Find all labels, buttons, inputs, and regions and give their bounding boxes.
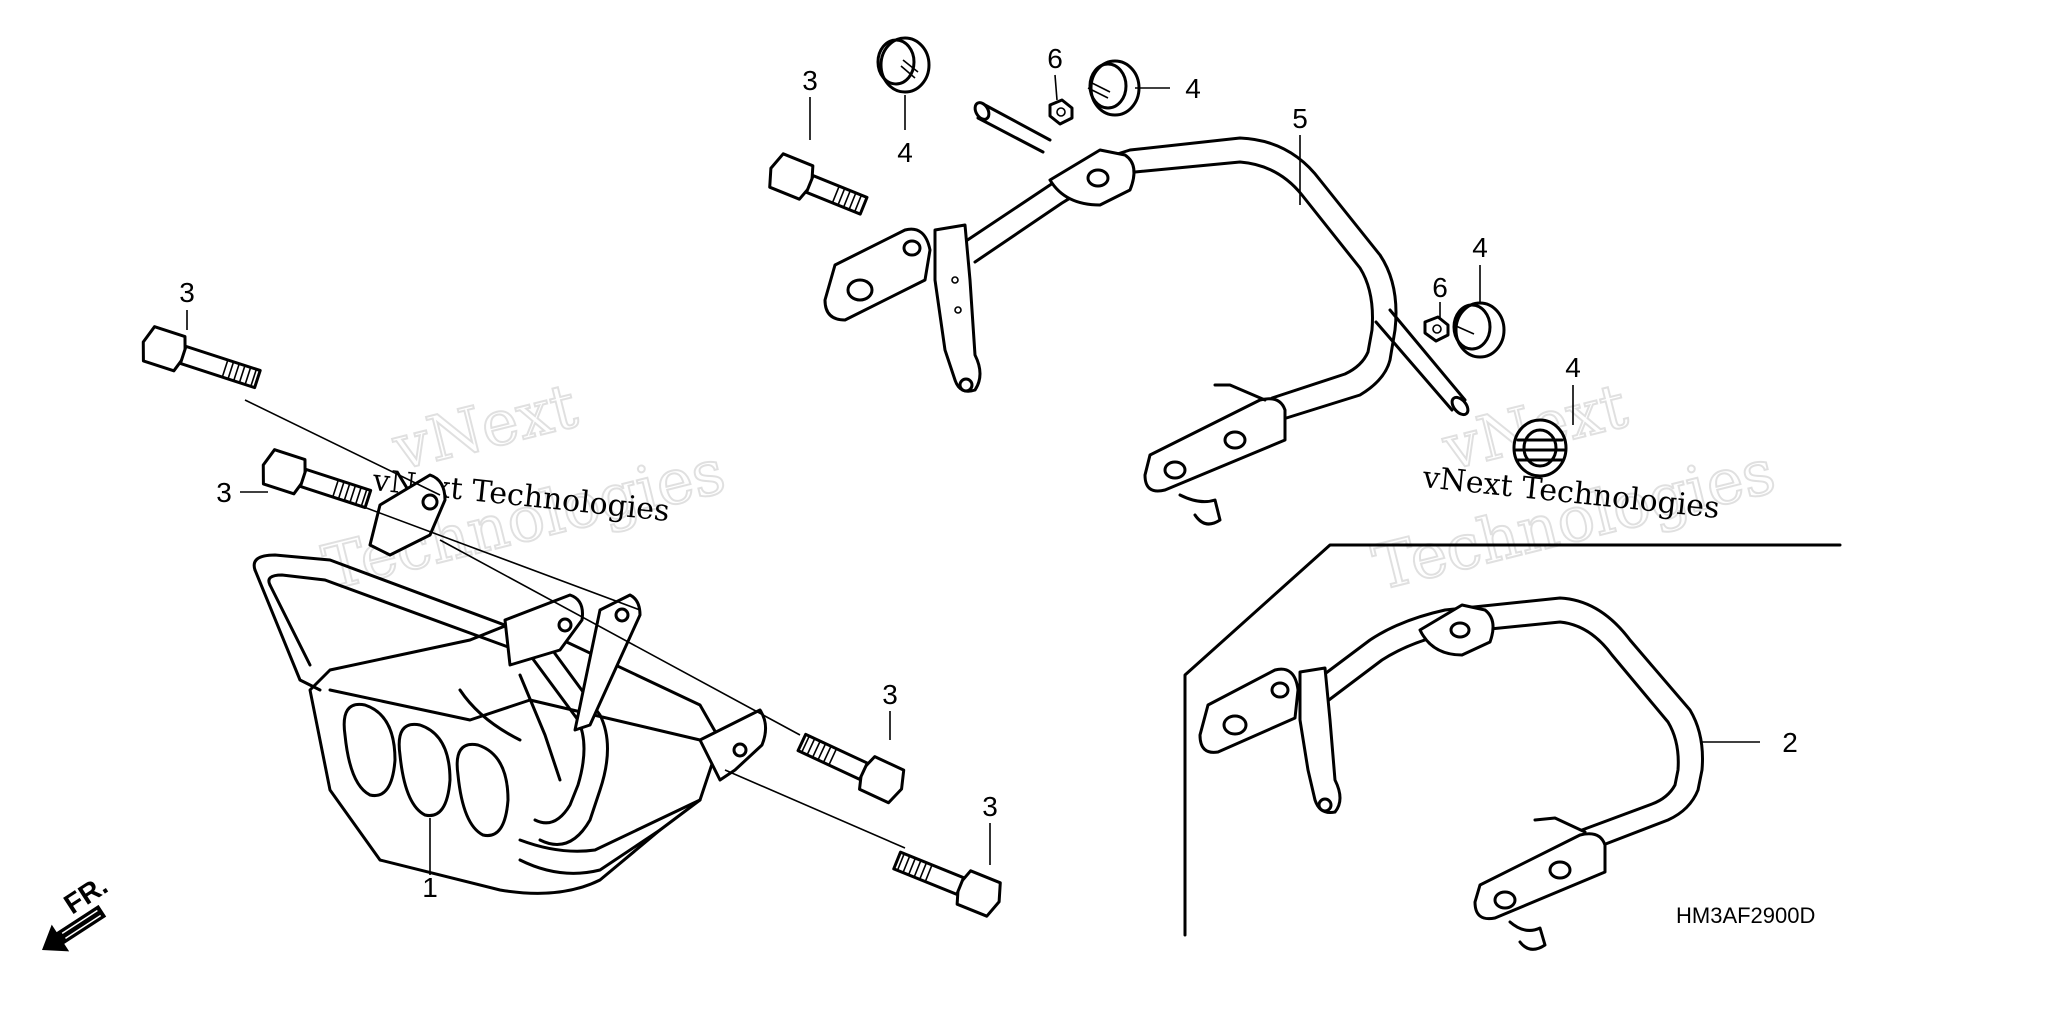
- callout-3-top: 3: [802, 65, 818, 96]
- front-guard: [252, 473, 767, 895]
- callout-4-lower-right: 4: [1565, 352, 1581, 383]
- bolt-3-left-lower: [261, 448, 373, 510]
- bolt-3-left-upper: [141, 325, 262, 390]
- callout-5: 5: [1292, 103, 1308, 134]
- inset-frame-line: [1183, 543, 1842, 937]
- front-carrier-bar: [823, 101, 1470, 526]
- callout-2: 2: [1782, 727, 1798, 758]
- bolt-3-right-lower: [892, 850, 1002, 918]
- washer-6-top: [1048, 98, 1074, 126]
- cap-4-top-right: [1087, 59, 1141, 117]
- callout-6-top: 6: [1047, 43, 1063, 74]
- washer-6-right: [1423, 315, 1450, 343]
- callout-3-right-upper: 3: [882, 679, 898, 710]
- callout-3-right-lower: 3: [982, 791, 998, 822]
- callout-3-left-lower: 3: [216, 477, 232, 508]
- cap-4-top-left: [876, 36, 931, 94]
- leader-lines: [186, 74, 1760, 875]
- callout-3-left-upper: 3: [179, 277, 195, 308]
- rear-carrier-bar: [1198, 596, 1704, 951]
- bolt-3-top: [768, 152, 869, 216]
- callout-4-top-right: 4: [1185, 73, 1201, 104]
- bolt-3-right-upper: [796, 732, 906, 805]
- front-direction-arrow: [42, 904, 107, 952]
- callout-1: 1: [422, 872, 438, 903]
- callout-6-right: 6: [1432, 272, 1448, 303]
- callout-4-top-left: 4: [897, 137, 913, 168]
- front-direction-label: FR.: [58, 869, 113, 920]
- cap-4-right: [1452, 301, 1506, 359]
- alignment-lines: [244, 399, 906, 849]
- diagram-code: HM3AF2900D: [1676, 903, 1815, 928]
- cap-4-lower-right: [1512, 418, 1568, 478]
- callout-4-right: 4: [1472, 232, 1488, 263]
